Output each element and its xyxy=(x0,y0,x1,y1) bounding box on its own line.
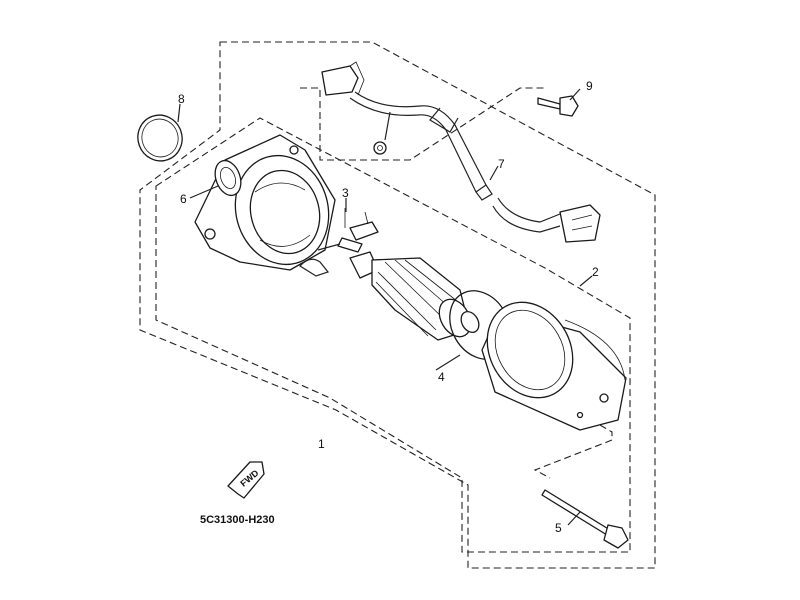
motor-yoke-2 xyxy=(481,301,627,431)
assembly-boundary-1 xyxy=(139,41,656,569)
o-ring-8 xyxy=(137,114,183,162)
callout-6: 6 xyxy=(180,192,187,206)
callout-3: 3 xyxy=(342,186,349,200)
callout-5: 5 xyxy=(555,521,562,535)
callout-2: 2 xyxy=(592,265,599,279)
assembly-boundary-2 xyxy=(155,117,631,553)
callout-9: 9 xyxy=(586,79,593,93)
lead-wire-7 xyxy=(321,61,601,243)
lead-wire-boundary xyxy=(300,87,545,161)
brush-set-3 xyxy=(299,208,379,277)
bolt-5-leader-frame xyxy=(533,424,613,479)
callout-1: 1 xyxy=(318,437,325,451)
forward-direction-arrow: FWD xyxy=(227,461,265,499)
callout-4: 4 xyxy=(438,370,445,384)
callout-7: 7 xyxy=(498,157,505,171)
part-code: 5C31300-H230 xyxy=(200,514,275,526)
armature xyxy=(349,251,480,341)
leader-lines xyxy=(177,88,593,526)
callout-8: 8 xyxy=(178,92,185,106)
front-cover-6 xyxy=(194,134,336,271)
bolt-5 xyxy=(541,489,629,549)
bolt-9 xyxy=(537,95,579,117)
